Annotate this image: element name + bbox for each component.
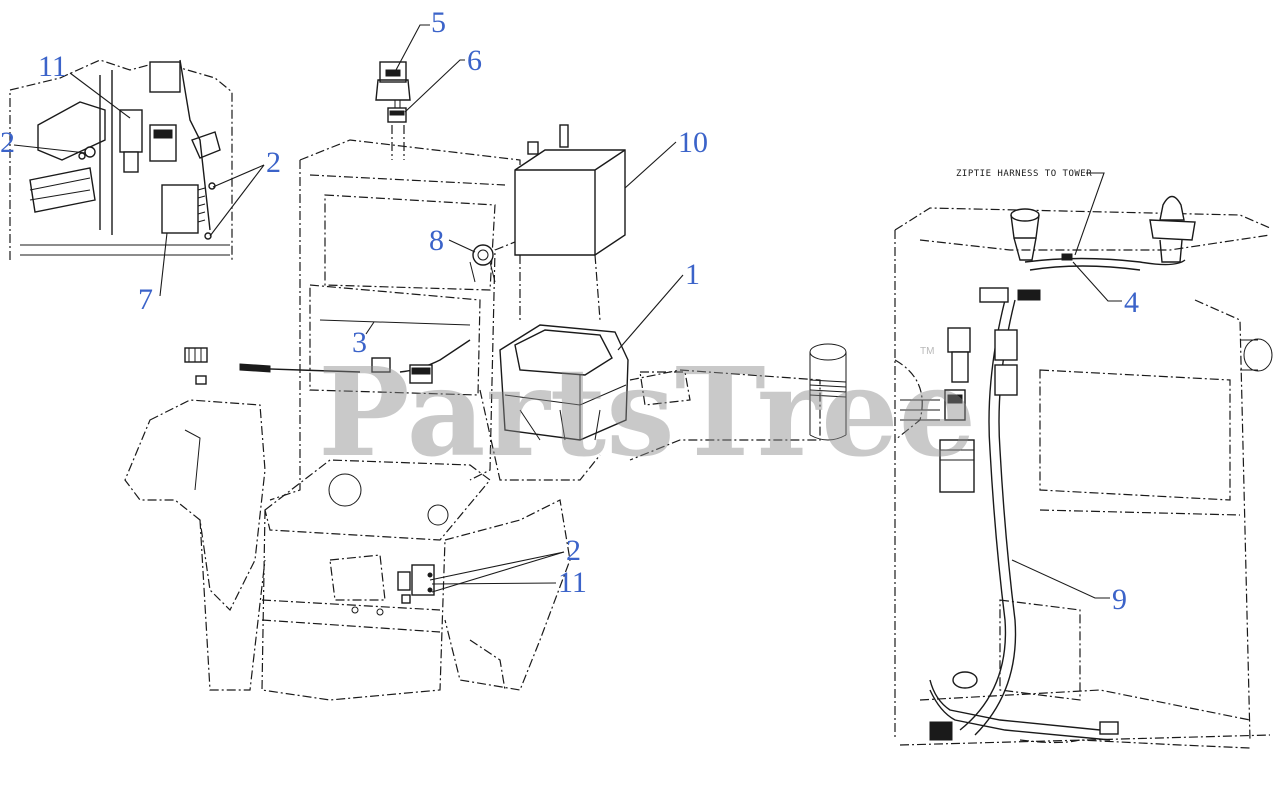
- callout-11-top: 11: [38, 50, 67, 83]
- callout-5: 5: [431, 6, 446, 39]
- battery-10: [514, 149, 626, 256]
- callout-9: 9: [1112, 583, 1127, 616]
- callout-6: 6: [467, 44, 482, 77]
- callout-2-inset: 2: [266, 146, 281, 179]
- detail-inset-top-left: [9, 59, 233, 260]
- callout-2-bottom: 2: [566, 534, 581, 567]
- callout-10: 10: [678, 126, 708, 159]
- screw-2: [84, 146, 96, 158]
- leader-lines: [13, 24, 1122, 599]
- ziptie-note: ZIPTIE HARNESS TO TOWER: [956, 169, 1092, 179]
- switch-11-body: [119, 109, 143, 153]
- callout-11-bottom: 11: [558, 566, 587, 599]
- watermark-text: PartsTree: [318, 340, 976, 484]
- main-assembly: [124, 61, 847, 701]
- key-switch-8: [472, 244, 494, 266]
- watermark-trademark: TM: [920, 346, 934, 357]
- right-assembly: [894, 195, 1273, 749]
- switch-11-lower: [411, 564, 435, 596]
- callout-1: 1: [685, 258, 700, 291]
- callout-8: 8: [429, 224, 444, 257]
- relay-7: [161, 184, 199, 234]
- callout-3: 3: [352, 326, 367, 359]
- ziptie-note-leader: [1074, 172, 1105, 256]
- harness-9: [959, 299, 1007, 731]
- battery-cover-1: [499, 324, 629, 441]
- callout-2-left: 2: [0, 126, 15, 159]
- callout-4: 4: [1124, 286, 1139, 319]
- callout-7: 7: [138, 283, 153, 316]
